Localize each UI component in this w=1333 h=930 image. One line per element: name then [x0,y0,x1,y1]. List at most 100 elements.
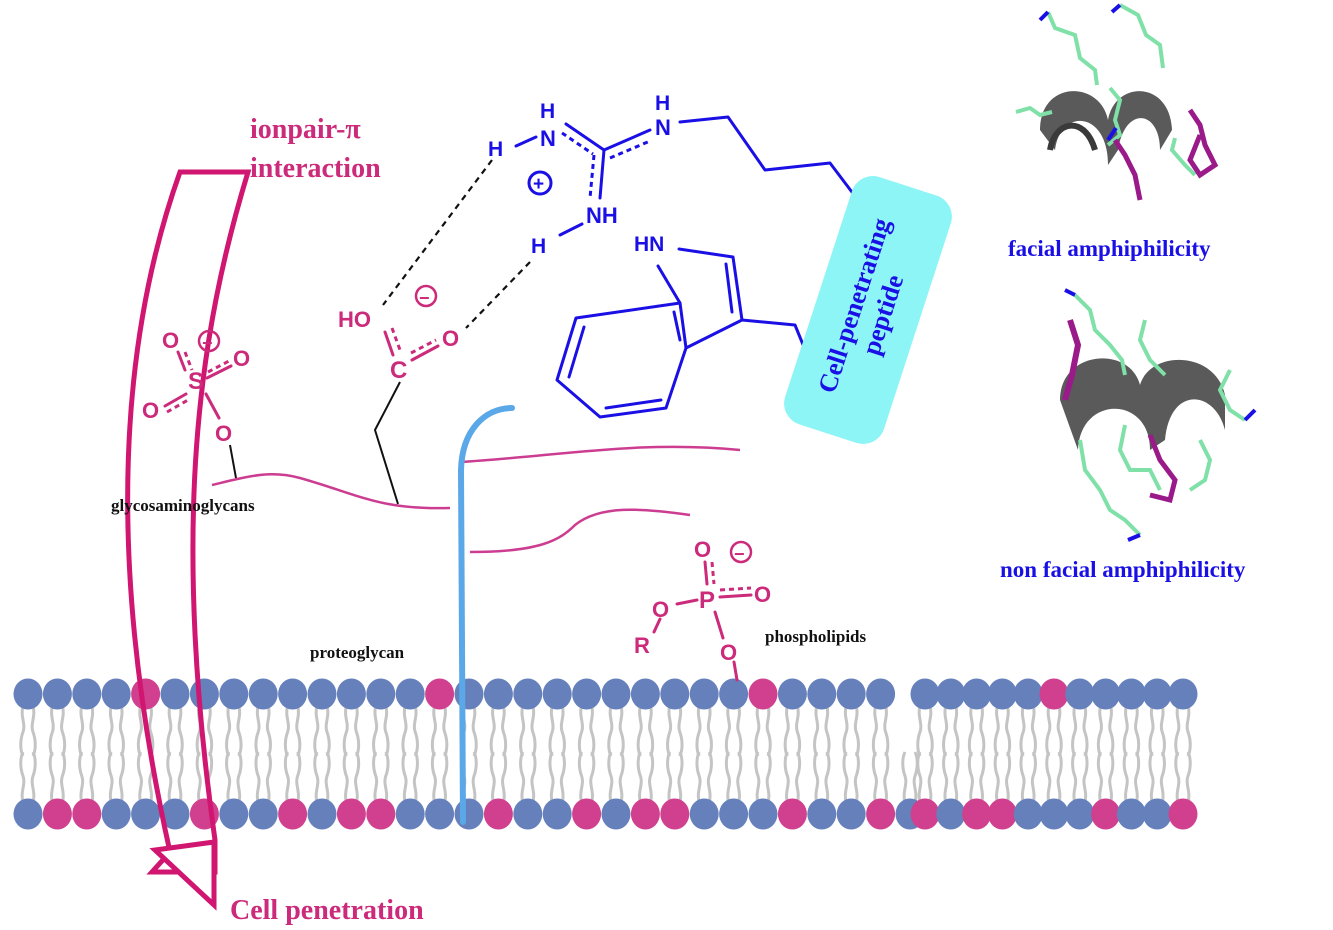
lipid-tail [853,751,860,803]
lipid-tail [195,751,202,803]
lipid-tail [842,705,849,757]
lipid-tail [372,751,379,803]
lipid-tail [993,705,1000,757]
anionic-lipid-head [131,678,161,710]
lipid-tail [60,705,67,757]
lipid-tail [225,751,232,803]
lipid-tail [60,751,67,803]
lipid-tail [783,751,790,803]
neutral-lipid-head [131,798,161,830]
lipid-tail [89,705,96,757]
lipid-tail [1096,751,1103,803]
neutral-lipid-head [219,798,249,830]
lipid-tail [412,705,419,757]
svg-text:O: O [233,346,250,371]
neutral-lipid-head [866,678,896,710]
lipid-tail [677,705,684,757]
lipid-tail [871,705,878,757]
lipid-tail [19,751,26,803]
neutral-lipid-head [936,798,966,830]
neutral-lipid-head [542,678,572,710]
svg-text:O: O [442,326,459,351]
svg-text:S: S [188,368,204,395]
lipid-tail [754,705,761,757]
lipid-tail [519,705,526,757]
ionpair-label-line1: ionpair-π [250,114,361,145]
lipid-tail [1159,705,1166,757]
lipid-tail [19,705,26,757]
anionic-lipid-head [1039,678,1069,710]
neutral-lipid-head [962,678,992,710]
neutral-lipid-head [836,798,866,830]
lipid-tail [1082,751,1089,803]
neutral-lipid-head [660,678,690,710]
lipid-tail [166,751,173,803]
anionic-lipid-head [910,798,940,830]
svg-text:O: O [720,640,737,665]
neutral-lipid-head [719,678,749,710]
svg-text:−: − [202,333,213,353]
lipid-tail [1148,705,1155,757]
neutral-lipid-head [160,798,190,830]
neutral-lipid-head [278,678,308,710]
neutral-lipid-head [572,678,602,710]
lipid-tail [927,705,934,757]
glycosaminoglycans-label: glycosaminoglycans [111,496,255,515]
lipid-tail [1122,705,1129,757]
lipid-tail [430,751,437,803]
lipid-tail [313,705,320,757]
neutral-lipid-head [219,678,249,710]
lipid-tail [48,705,55,757]
lipid-tail [824,705,831,757]
lipid-tail [1096,705,1103,757]
svg-text:+: + [533,174,544,195]
cell-penetrating-peptide-box: Cell-penetrating peptide [784,176,952,444]
neutral-lipid-head [336,678,366,710]
neutral-lipid-head [248,798,278,830]
lipid-tail [695,705,702,757]
lipid-tail [1134,751,1141,803]
lipid-tail [324,751,331,803]
svg-text:N: N [655,115,671,140]
neutral-lipid-head [101,678,131,710]
lipid-tail [89,751,96,803]
neutral-lipid-head [719,798,749,830]
anionic-lipid-head [42,798,72,830]
neutral-lipid-head [395,798,425,830]
lipid-tail [1174,705,1181,757]
lipid-tail [607,705,614,757]
neutral-lipid-head [1013,798,1043,830]
lipid-tail [1159,751,1166,803]
svg-text:H: H [655,92,670,115]
lipid-tail [136,705,143,757]
lipid-tail [979,751,986,803]
lipid-tail [1185,751,1192,803]
anionic-lipid-head [483,798,513,830]
lipid-tail [1122,751,1129,803]
lipid-tail [489,751,496,803]
lipid-tail [225,705,232,757]
lipid-tail [489,705,496,757]
lipid-tail [177,751,184,803]
anionic-lipid-head [1168,798,1198,830]
lipid-tail [313,751,320,803]
anionic-lipid-head [962,798,992,830]
neutral-lipid-head [395,678,425,710]
lipid-tail [471,705,478,757]
arginine-guanidinium: H N H H N NH H + [488,92,872,258]
non-facial-helix-structure [1060,288,1257,542]
svg-text:R: R [634,633,650,658]
neutral-lipid-head [13,678,43,710]
lipid-tail [1045,751,1052,803]
anionic-lipid-head [866,798,896,830]
svg-text:H: H [488,138,503,161]
lipid-tails [19,705,1192,803]
lipid-tail [118,751,125,803]
neutral-lipid-head [513,678,543,710]
neutral-lipid-head [248,678,278,710]
lipid-tail [354,705,361,757]
lipid-tail [354,751,361,803]
carboxylate-group: HO − C O [338,284,459,505]
neutral-lipid-head [307,798,337,830]
lipid-tail [871,751,878,803]
